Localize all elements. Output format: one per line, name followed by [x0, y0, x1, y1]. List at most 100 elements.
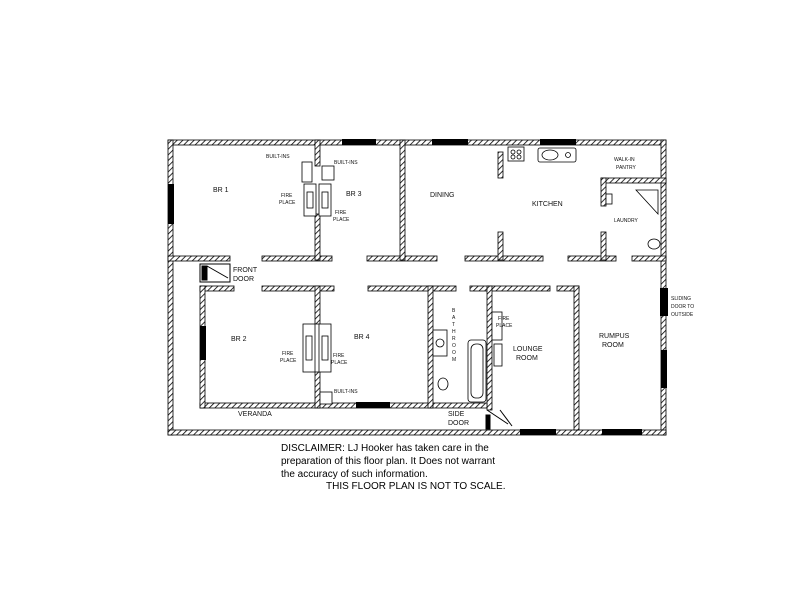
room-kitchen-label: KITCHEN [532, 201, 563, 208]
fireplace-br1-label-2: PLACE [279, 200, 296, 206]
outer-wall-bottom [167, 429, 667, 436]
fixtures [301, 146, 661, 405]
disclaimer-line-1: DISCLAIMER: LJ Hooker has taken care in … [281, 443, 489, 454]
kitchen-sink-bowl [541, 149, 559, 161]
room-br1-label: BR 1 [213, 187, 229, 194]
windows [168, 139, 668, 435]
fireplace-br2-inner [305, 335, 313, 361]
wall-br1-br3-upper [314, 139, 321, 167]
window-rumpus-bottom [602, 429, 642, 435]
corridor-wall-top-6 [631, 255, 667, 262]
side-door-arrow [499, 409, 513, 427]
room-lounge-label-2: ROOM [516, 355, 538, 362]
sliding-door-label-1: SLIDING [671, 296, 691, 302]
bath-tub-inner [470, 343, 484, 399]
corridor-wall-bottom-3 [367, 285, 457, 292]
wall-br2-br4 [314, 285, 321, 325]
bathroom-letter: O [452, 350, 456, 356]
room-dining-label: DINING [430, 192, 455, 199]
outer-wall-top [167, 139, 667, 146]
room-br4-label: BR 4 [354, 334, 370, 341]
fireplace-lounge [491, 311, 503, 341]
walls [167, 139, 667, 436]
sliding-door-label-2: DOOR TO [671, 304, 694, 310]
corridor-wall-top-1 [167, 255, 231, 262]
sliding-door [660, 288, 668, 316]
side-door-label-2: DOOR [448, 420, 469, 427]
fireplace-br1-inner [306, 191, 314, 209]
bathroom-letter: R [452, 336, 456, 342]
room-laundry-label: LAUNDRY [614, 218, 638, 224]
front-door-leaf [206, 265, 229, 279]
bathroom-letter: M [452, 357, 456, 363]
corridor-wall-bottom-2 [261, 285, 335, 292]
fireplace-br3-label-1: FIRE [335, 210, 347, 216]
room-rumpus-label-1: RUMPUS [599, 333, 630, 340]
side-door-label-1: SIDE [448, 411, 465, 418]
window-lounge [520, 429, 556, 435]
kitchen-cooktop [507, 146, 525, 162]
bathroom-letter: H [452, 329, 456, 335]
fireplace-br4-label-1: FIRE [333, 353, 345, 359]
corridor-wall-top-5 [567, 255, 617, 262]
built-ins-br3-label: BUILT-INS [334, 160, 358, 166]
front-door-label-1: FRONT [233, 267, 258, 274]
cooktop-burner-3 [510, 154, 516, 160]
wall-bath-bottom [432, 402, 488, 409]
window-kitchen [540, 139, 576, 145]
bathroom-letter: O [452, 343, 456, 349]
disclaimer-line-2: preparation of this floor plan. It Does … [281, 456, 495, 467]
corridor-wall-top-2 [261, 255, 333, 262]
outer-wall-right [660, 139, 667, 436]
walkin-pantry-label-2: PANTRY [616, 165, 636, 171]
veranda-label: VERANDA [238, 411, 272, 418]
window-rumpus-right [661, 350, 667, 388]
cooktop-burner-2 [516, 149, 522, 155]
wall-lounge-rumpus [573, 285, 580, 431]
disclaimer-line-4: THIS FLOOR PLAN IS NOT TO SCALE. [326, 481, 506, 492]
doors [199, 263, 513, 430]
laundry-basin [647, 238, 661, 250]
wall-pantry-h [600, 177, 667, 184]
wall-br3-dining [399, 139, 406, 261]
window-br2 [200, 326, 206, 360]
kitchen-sink-drain [565, 152, 571, 158]
wall-dining-kitchen-lower [497, 231, 504, 261]
wall-dining-kitchen-upper [497, 151, 504, 179]
laundry-shower [635, 189, 659, 216]
bathroom-letter: A [452, 315, 456, 321]
built-ins-br4-label: BUILT-INS [334, 389, 358, 395]
bathroom-letter: T [452, 322, 455, 328]
wall-br2-br4-lower [314, 371, 321, 409]
disclaimer: DISCLAIMER: LJ Hooker has taken care in … [281, 443, 506, 492]
bath-vanity-basin [435, 338, 445, 348]
built-ins-br4 [319, 391, 333, 405]
disclaimer-line-3: the accuracy of such information. [281, 469, 428, 480]
bath-toilet [437, 377, 449, 391]
sliding-door-label-3: OUTSIDE [671, 312, 694, 318]
fireplace-br2-label-2: PLACE [280, 358, 297, 364]
walkin-pantry-label-1: WALK-IN [614, 157, 635, 163]
room-bathroom-label: B A T H R O O M [452, 308, 456, 363]
built-ins-br1 [301, 161, 313, 183]
window-br1 [168, 184, 174, 224]
window-br3 [342, 139, 376, 145]
wall-bath-lounge [486, 285, 493, 411]
cooktop-burner-4 [516, 154, 522, 160]
fireplace-lounge-label-2: PLACE [496, 323, 513, 329]
fireplace-br1-label-1: FIRE [281, 193, 293, 199]
fireplace-br4-inner [321, 335, 329, 361]
fireplace-br2-label-1: FIRE [282, 351, 294, 357]
front-door-mark [201, 265, 208, 281]
built-ins-br1-label: BUILT-INS [266, 154, 290, 160]
wall-laundry-v [600, 231, 607, 261]
side-door-leaf [486, 409, 509, 425]
fireplace-br4-label-2: PLACE [331, 360, 348, 366]
room-rumpus-label-2: ROOM [602, 342, 624, 349]
cooktop-burner-1 [510, 149, 516, 155]
room-lounge-label-1: LOUNGE [513, 346, 543, 353]
corridor-wall-top-4 [464, 255, 544, 262]
bathroom-letter: B [452, 308, 456, 314]
room-br2-label: BR 2 [231, 336, 247, 343]
